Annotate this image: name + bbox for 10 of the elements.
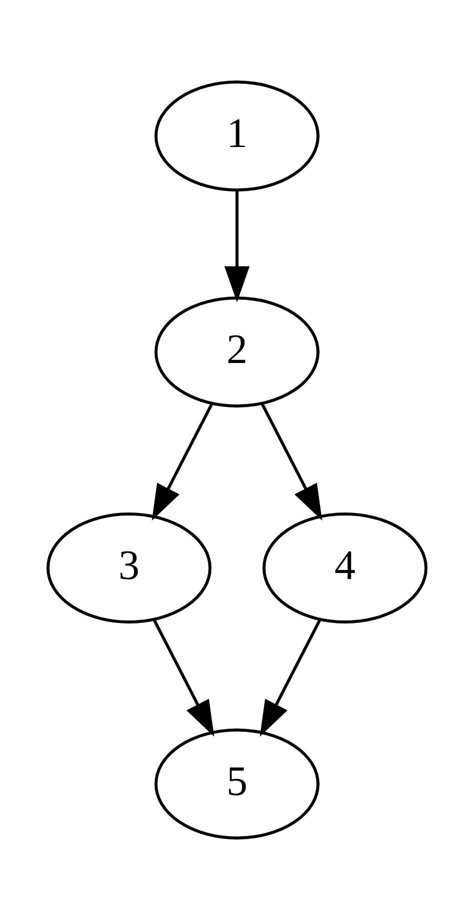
node-ellipse: 4 <box>262 512 428 623</box>
node-ellipse: 1 <box>154 80 320 191</box>
arrow <box>152 402 214 520</box>
node-ellipse: 2 <box>154 296 320 407</box>
node-ellipse: 3 <box>46 512 212 623</box>
arrow <box>152 618 214 736</box>
arrow <box>260 402 322 520</box>
arrow <box>260 618 322 736</box>
arrow <box>224 190 250 302</box>
node-ellipse: 5 <box>154 728 320 839</box>
